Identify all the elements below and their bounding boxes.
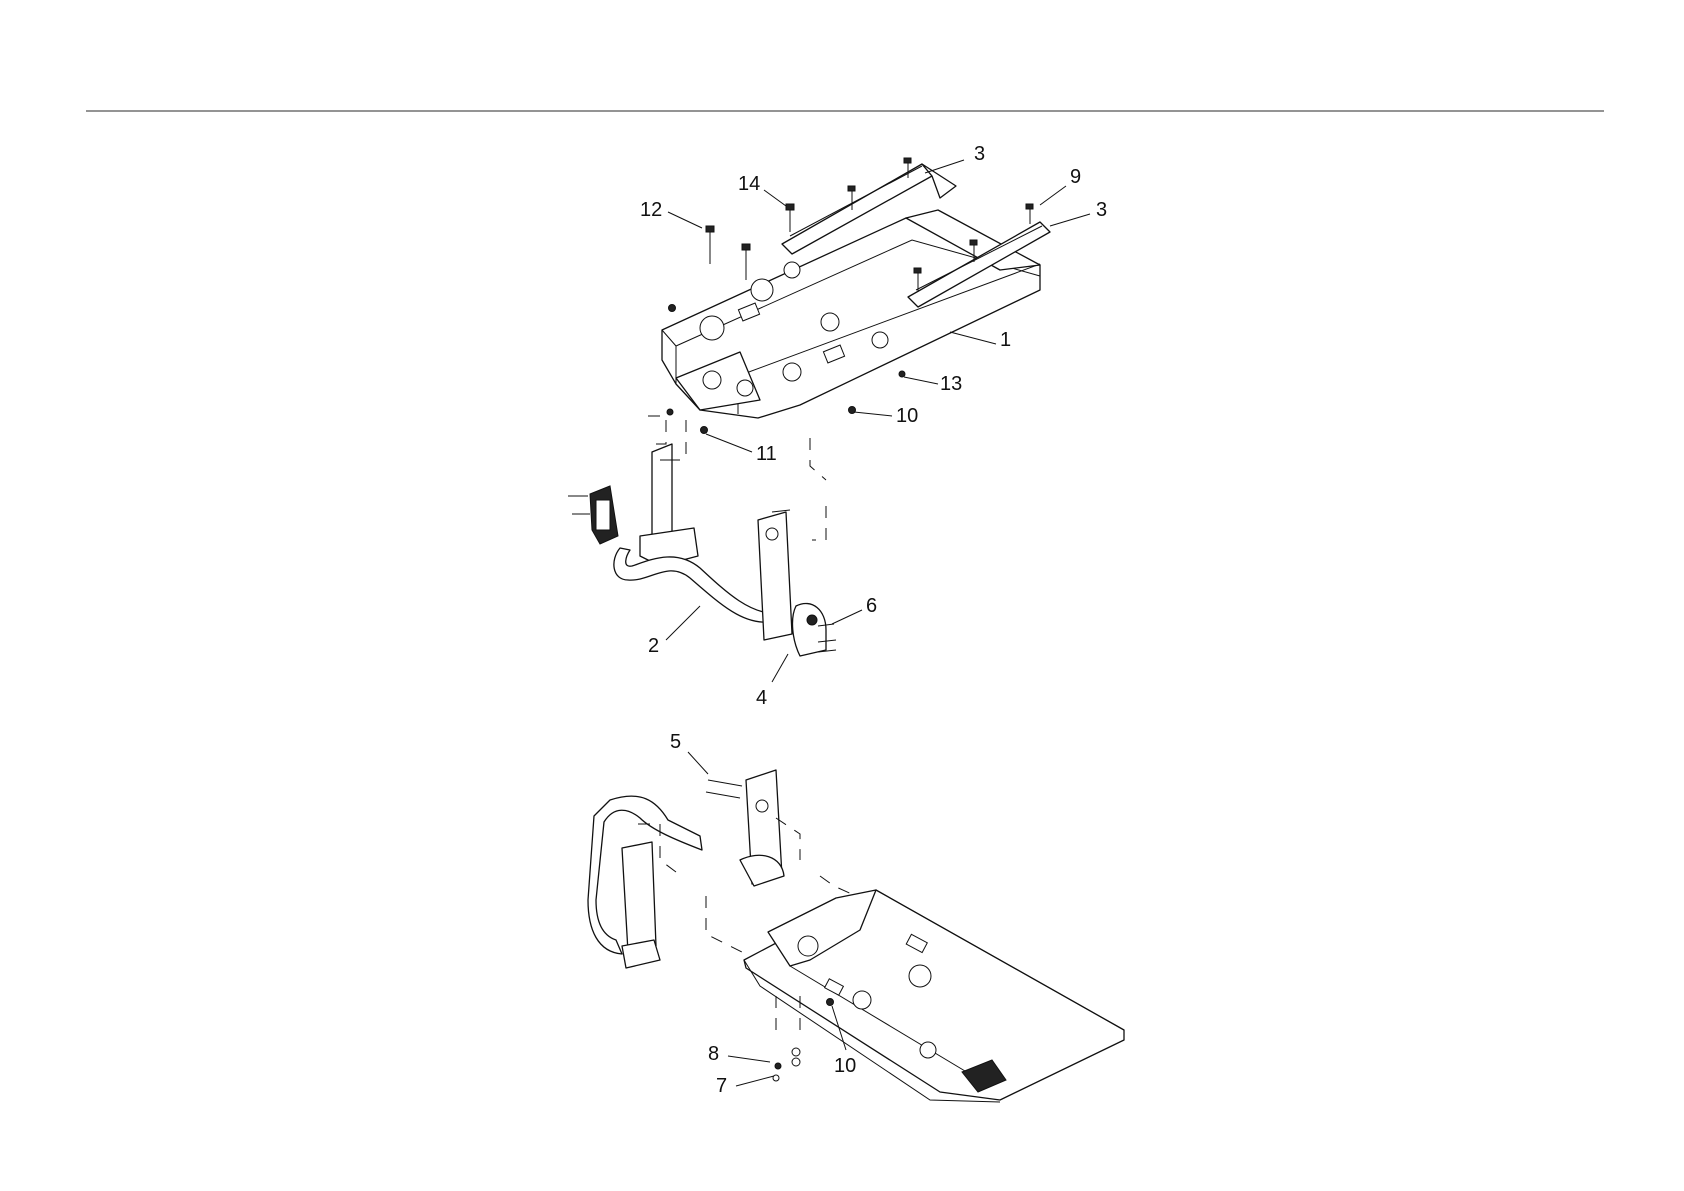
grab-bar-assembly [590, 444, 792, 640]
svg-text:13: 13 [940, 373, 962, 395]
nut-7 [773, 1063, 781, 1081]
svg-text:5: 5 [670, 731, 681, 753]
svg-text:11: 11 [756, 443, 777, 465]
callout-3-upper-rail: 3 [925, 143, 985, 173]
callout-13: 13 [904, 373, 962, 395]
svg-text:12: 12 [640, 199, 662, 221]
callout-12: 12 [640, 199, 702, 228]
assembly-dash-lines-upper [648, 416, 826, 540]
svg-text:2: 2 [648, 635, 659, 657]
callout-11: 11 [706, 434, 777, 465]
callout-7: 7 [716, 1075, 774, 1097]
bolt-5 [706, 780, 742, 798]
upper-assembly [568, 158, 1050, 656]
nut-11 [701, 427, 708, 434]
svg-text:4: 4 [756, 687, 767, 709]
nut-13 [899, 371, 905, 377]
main-frame-bottom [744, 890, 1124, 1102]
washer-8 [792, 1048, 800, 1066]
main-frame-top [662, 210, 1040, 418]
callout-4: 4 [756, 654, 788, 709]
nut-11b [667, 409, 673, 415]
grab-bar-lower [588, 770, 784, 968]
svg-text:6: 6 [866, 595, 877, 617]
svg-text:3: 3 [974, 143, 985, 165]
svg-text:3: 3 [1096, 199, 1107, 221]
callout-3-lower-rail: 3 [1050, 199, 1107, 226]
svg-text:9: 9 [1070, 166, 1081, 188]
callout-10-upper: 10 [854, 405, 918, 427]
callout-9: 9 [1040, 166, 1081, 205]
bolt-12 [706, 226, 750, 280]
nut-10-lower [827, 999, 834, 1006]
nut-left [669, 305, 676, 312]
step-pad-4 [793, 603, 826, 656]
svg-text:10: 10 [896, 405, 918, 427]
svg-text:1: 1 [1000, 329, 1011, 351]
callout-1: 1 [950, 329, 1011, 351]
callout-2: 2 [648, 606, 700, 657]
callout-5: 5 [670, 731, 708, 774]
callout-6: 6 [832, 595, 877, 624]
callout-8: 8 [708, 1043, 770, 1065]
svg-text:14: 14 [738, 173, 760, 195]
callout-14: 14 [738, 173, 786, 206]
svg-text:10: 10 [834, 1055, 856, 1077]
svg-text:8: 8 [708, 1043, 719, 1065]
lower-assembly [588, 770, 1124, 1102]
svg-text:7: 7 [716, 1075, 727, 1097]
